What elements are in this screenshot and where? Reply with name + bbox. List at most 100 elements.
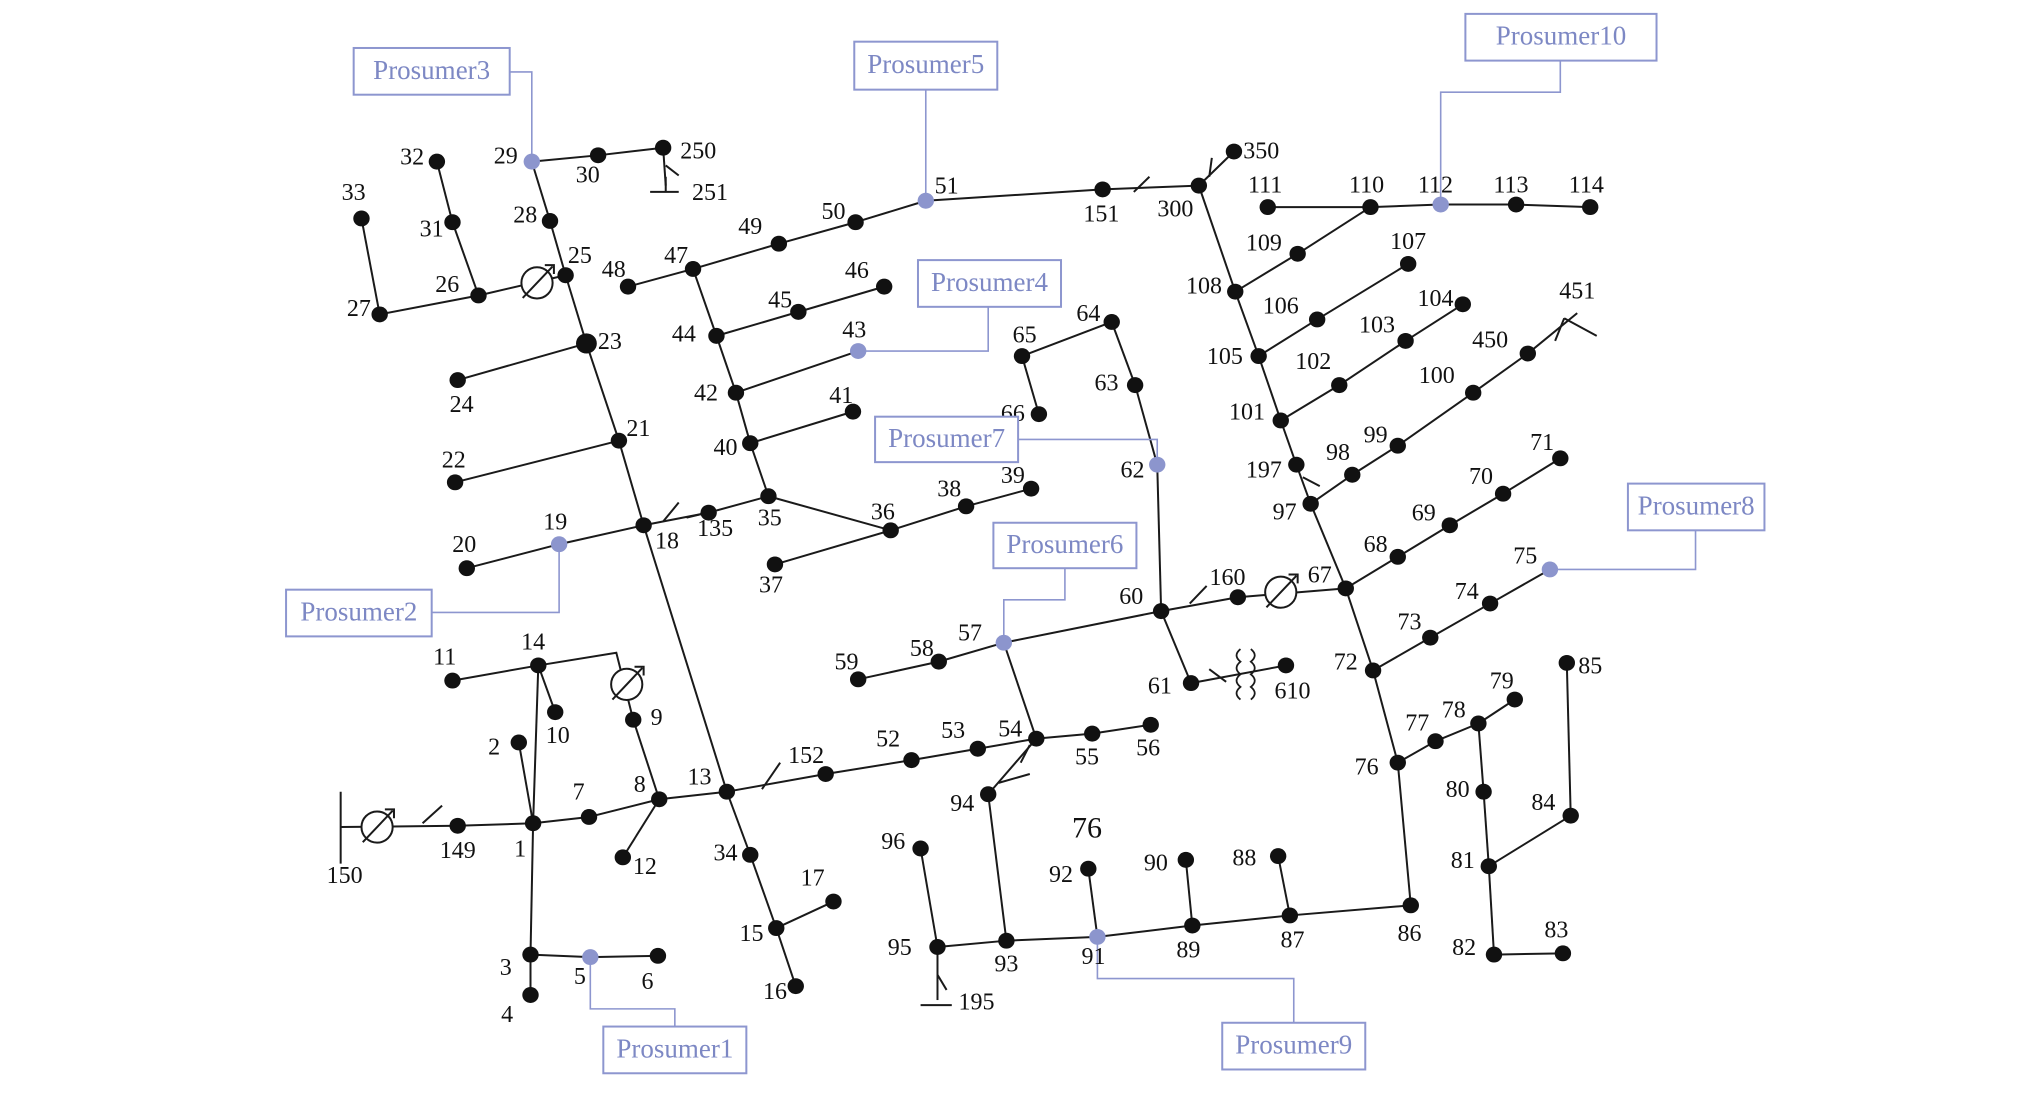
line-14-11 [452,664,539,682]
line-45-46 [798,285,885,313]
bus-node-14 [530,657,547,674]
bus-node-38 [957,498,975,515]
bus-label-60: 60 [1119,584,1143,610]
line-62-63 [1134,384,1159,465]
switch-451 [1563,317,1598,337]
line-113-114 [1516,203,1591,209]
line-60-62 [1156,464,1163,612]
bus-node-13 [718,783,736,800]
bus-node-69 [1441,517,1458,534]
prosumer-leader-10 [1439,60,1562,205]
bus-node-112 [1432,196,1449,213]
bus-node-109 [1289,245,1306,262]
bus-label-113: 113 [1493,172,1528,198]
line-19-20 [466,543,560,570]
line-105-106 [1258,318,1318,357]
bus-node-98 [1344,466,1361,483]
bus-label-610: 610 [1274,679,1310,705]
bus-node-79 [1506,691,1523,708]
prosumer-label-5: Prosumer5 [867,49,984,79]
bus-node-110 [1362,199,1379,216]
bus-label-40: 40 [714,435,738,461]
bus-node-6 [649,947,667,964]
line-72-76 [1372,670,1399,763]
bus-node-101 [1272,412,1289,429]
bus-node-89 [1184,917,1201,934]
bus-label-135: 135 [697,516,733,542]
bus-node-58 [930,653,947,670]
bus-node-42 [727,384,745,401]
bus-node-8 [651,791,668,808]
bus-node-16 [787,978,804,995]
line-135-35 [708,495,769,514]
bus-node-7 [580,808,598,825]
line-91-92 [1087,868,1099,938]
bus-node-35 [760,488,777,505]
bus-label-54: 54 [998,717,1022,743]
bus-node-29 [523,153,540,170]
switch-13-152 [761,762,781,790]
bus-label-80: 80 [1446,777,1470,803]
prosumer-leader-1 [589,957,676,1027]
bus-node-32 [428,153,446,170]
bus-node-56 [1142,716,1159,733]
switch-18-135-b [686,512,703,519]
line-50-51 [855,199,927,224]
prosumer-box-7: Prosumer7 [874,415,1020,464]
bus-label-30: 30 [576,162,600,188]
line-109-110 [1297,206,1372,255]
bus-node-62 [1149,456,1166,473]
bus-node-40 [742,435,759,452]
bus-label-19: 19 [543,510,567,536]
bus-node-65 [1013,348,1031,365]
line-106-107 [1316,263,1409,321]
bus-label-24: 24 [450,392,474,418]
line-29-30 [531,154,599,163]
transformer-61-610-icon [1235,648,1256,701]
bus-label-78: 78 [1442,698,1466,724]
prosumer-box-10: Prosumer10 [1464,12,1658,62]
line-86-87 [1289,904,1411,917]
bus-label-100: 100 [1419,363,1455,389]
line-35-36 [768,495,891,532]
bus-label-109: 109 [1246,230,1282,256]
line-36-38 [890,505,967,532]
bus-node-50 [847,214,864,231]
bus-label-49: 49 [738,214,762,240]
line-97-67 [1309,503,1347,589]
bus-node-47 [684,260,702,277]
bus-node-78 [1470,715,1487,732]
bus-label-47: 47 [664,243,688,269]
bus-label-1: 1 [514,837,526,863]
line-450-451 [1527,312,1578,355]
line-57-60 [1003,610,1162,644]
line-108-109 [1234,252,1299,293]
line-8-12 [621,798,661,858]
bus-node-90 [1177,851,1195,868]
line-60-160 [1160,596,1239,613]
switch-149-1 [421,804,443,825]
bus-label-48: 48 [602,257,626,283]
prosumer-leader-7 [1018,438,1159,465]
bus-node-106 [1308,311,1326,328]
bus-label-36: 36 [871,499,895,525]
line-1-2 [517,742,535,824]
bus-label-28: 28 [513,203,537,229]
bus-node-30 [589,147,607,164]
switch-197-97 [1302,476,1321,488]
line-74-75 [1489,568,1551,605]
bus-label-450: 450 [1472,328,1508,354]
bus-label-41: 41 [829,383,853,409]
prosumer-box-3: Prosumer3 [352,46,511,96]
bus-node-76 [1389,754,1406,771]
bus-label-53: 53 [941,718,965,744]
bus-node-100 [1465,384,1482,401]
bus-label-94: 94 [950,791,974,817]
line-42-44 [715,335,737,394]
bus-label-451: 451 [1559,278,1595,304]
bus-label-64: 64 [1076,301,1100,327]
prosumer-leader-2 [431,544,560,614]
bus-label-86: 86 [1397,921,1421,947]
line-3-5 [530,953,591,959]
line-28-29 [530,161,551,222]
